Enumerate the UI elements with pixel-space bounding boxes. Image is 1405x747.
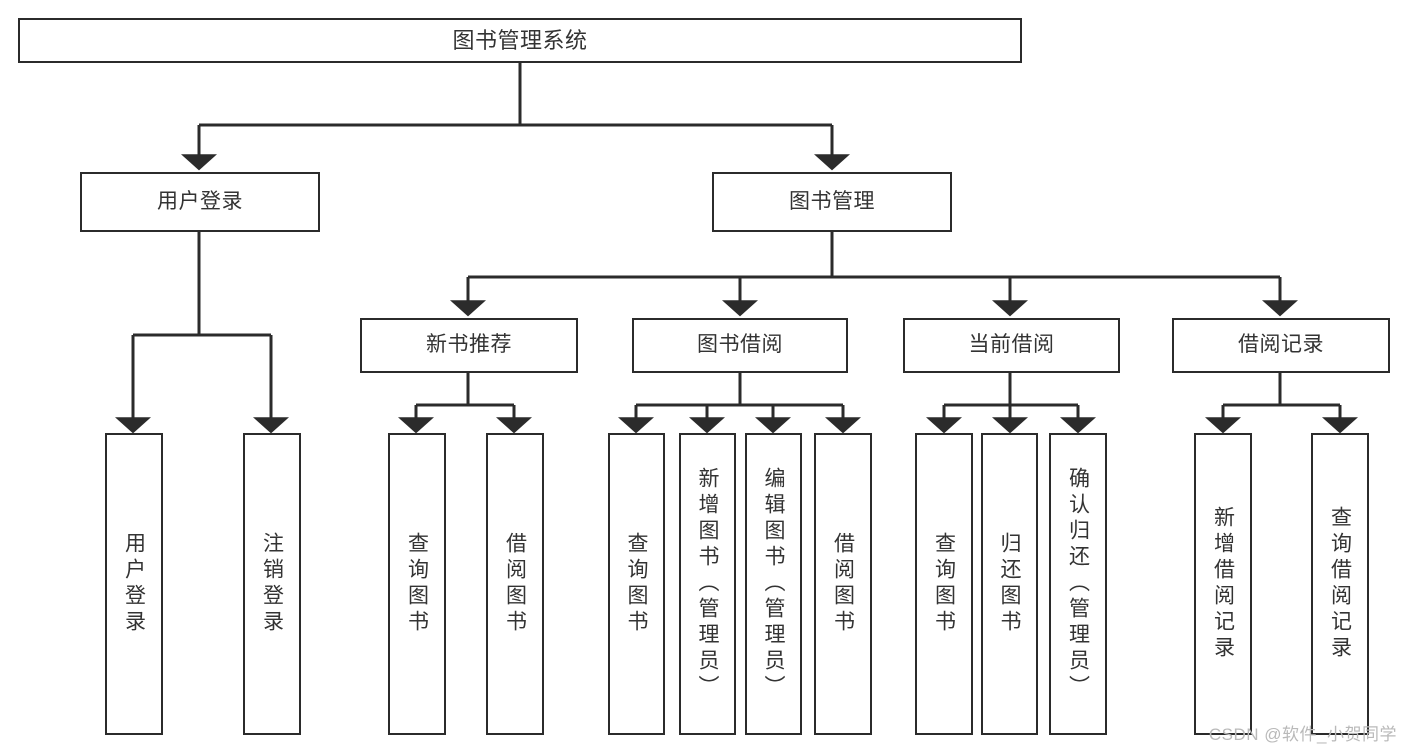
node-label: 查询图书 xyxy=(932,532,956,636)
leaf-add-book-admin[interactable]: 新增图书（管理员） xyxy=(679,433,736,735)
node-label: 注销登录 xyxy=(260,532,284,636)
leaf-borrow-book[interactable]: 借阅图书 xyxy=(814,433,872,735)
node-root-system[interactable]: 图书管理系统 xyxy=(18,18,1022,63)
node-label: 新增借阅记录 xyxy=(1211,506,1235,662)
node-label: 借阅记录 xyxy=(1238,333,1324,357)
leaf-confirm-return-admin[interactable]: 确认归还（管理员） xyxy=(1049,433,1107,735)
node-label: 新书推荐 xyxy=(426,333,512,357)
node-label: 查询借阅记录 xyxy=(1328,506,1352,662)
leaf-return-book[interactable]: 归还图书 xyxy=(981,433,1038,735)
node-label: 借阅图书 xyxy=(503,532,527,636)
leaf-logout[interactable]: 注销登录 xyxy=(243,433,301,735)
node-label: 借阅图书 xyxy=(831,532,855,636)
node-label: 新增图书（管理员） xyxy=(696,467,719,701)
node-label: 确认归还（管理员） xyxy=(1066,467,1090,701)
node-new-book-recommend[interactable]: 新书推荐 xyxy=(360,318,578,373)
node-label: 图书借阅 xyxy=(697,333,783,357)
node-label: 图书管理 xyxy=(789,189,875,213)
leaf-query-borrow-record[interactable]: 查询借阅记录 xyxy=(1311,433,1369,735)
leaf-query-book-new[interactable]: 查询图书 xyxy=(388,433,446,735)
node-book-management[interactable]: 图书管理 xyxy=(712,172,952,232)
node-book-borrow[interactable]: 图书借阅 xyxy=(632,318,848,373)
node-current-borrow[interactable]: 当前借阅 xyxy=(903,318,1120,373)
node-label: 编辑图书（管理员） xyxy=(762,467,785,701)
watermark-text: CSDN @软件_小贺同学 xyxy=(1208,725,1397,744)
leaf-add-borrow-record[interactable]: 新增借阅记录 xyxy=(1194,433,1252,735)
node-user-login[interactable]: 用户登录 xyxy=(80,172,320,232)
leaf-borrow-book-new[interactable]: 借阅图书 xyxy=(486,433,544,735)
node-borrow-record[interactable]: 借阅记录 xyxy=(1172,318,1390,373)
leaf-query-book-borrow[interactable]: 查询图书 xyxy=(608,433,665,735)
node-label: 图书管理系统 xyxy=(452,27,588,53)
leaf-edit-book-admin[interactable]: 编辑图书（管理员） xyxy=(745,433,802,735)
node-label: 查询图书 xyxy=(625,532,648,636)
node-label: 用户登录 xyxy=(157,189,243,213)
leaf-query-book-current[interactable]: 查询图书 xyxy=(915,433,973,735)
leaf-user-login[interactable]: 用户登录 xyxy=(105,433,163,735)
node-label: 当前借阅 xyxy=(968,333,1055,357)
node-label: 归还图书 xyxy=(998,532,1021,636)
node-label: 用户登录 xyxy=(122,532,146,636)
node-label: 查询图书 xyxy=(405,532,429,636)
